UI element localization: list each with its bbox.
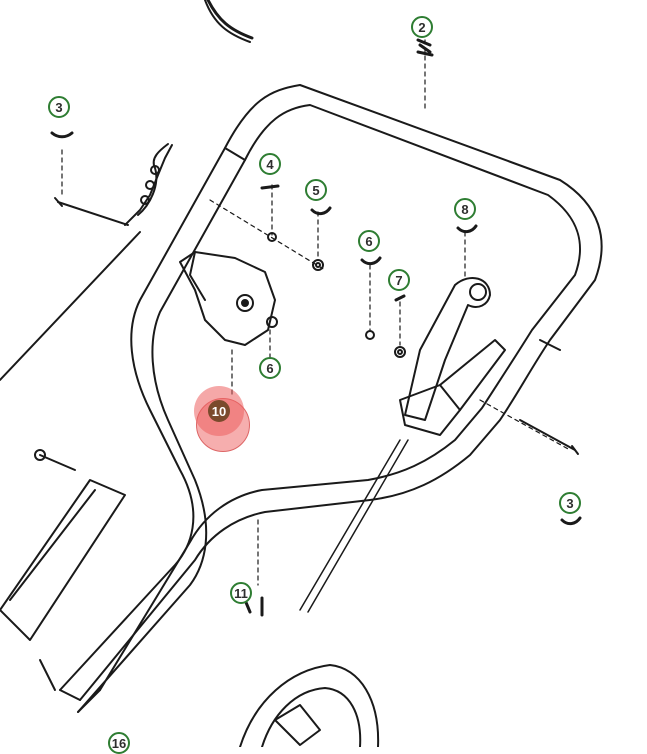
callout-6-left[interactable]: 6 <box>259 357 281 379</box>
callout-10[interactable]: 10 <box>208 400 230 422</box>
callout-16[interactable]: 16 <box>108 732 130 754</box>
callout-5[interactable]: 5 <box>305 179 327 201</box>
callout-2[interactable]: 2 <box>411 16 433 38</box>
callout-11[interactable]: 11 <box>230 582 252 604</box>
callout-6-right[interactable]: 6 <box>358 230 380 252</box>
callout-3-left[interactable]: 3 <box>48 96 70 118</box>
callout-4[interactable]: 4 <box>259 153 281 175</box>
callout-3-right[interactable]: 3 <box>559 492 581 514</box>
callout-8[interactable]: 8 <box>454 198 476 220</box>
callout-7[interactable]: 7 <box>388 269 410 291</box>
